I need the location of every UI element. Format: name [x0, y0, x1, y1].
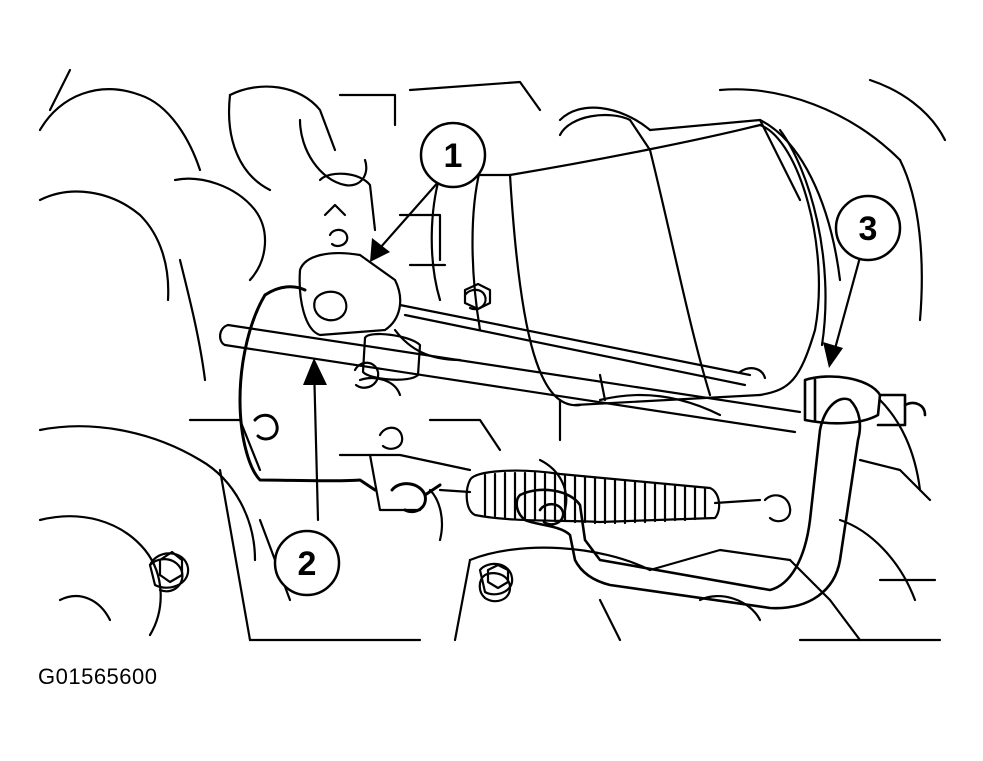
figure-id: G01565600	[38, 664, 158, 689]
throttle-control-rod	[219, 303, 802, 434]
callout-circle-1	[419, 121, 487, 189]
throttle-body	[298, 172, 487, 512]
callout-label-2: 2	[298, 545, 317, 583]
callout-leaders	[312, 178, 864, 522]
callout-arrowheads	[303, 238, 843, 385]
bolts	[148, 282, 514, 596]
callout-label-1: 1	[444, 137, 463, 175]
callout-circle-3	[834, 194, 902, 262]
accelerator-cable-outline	[238, 285, 442, 514]
callout-label-3: 3	[859, 210, 878, 248]
return-spring	[438, 469, 792, 525]
linkage-bracket	[515, 375, 927, 610]
callout-circle-2	[273, 529, 341, 597]
